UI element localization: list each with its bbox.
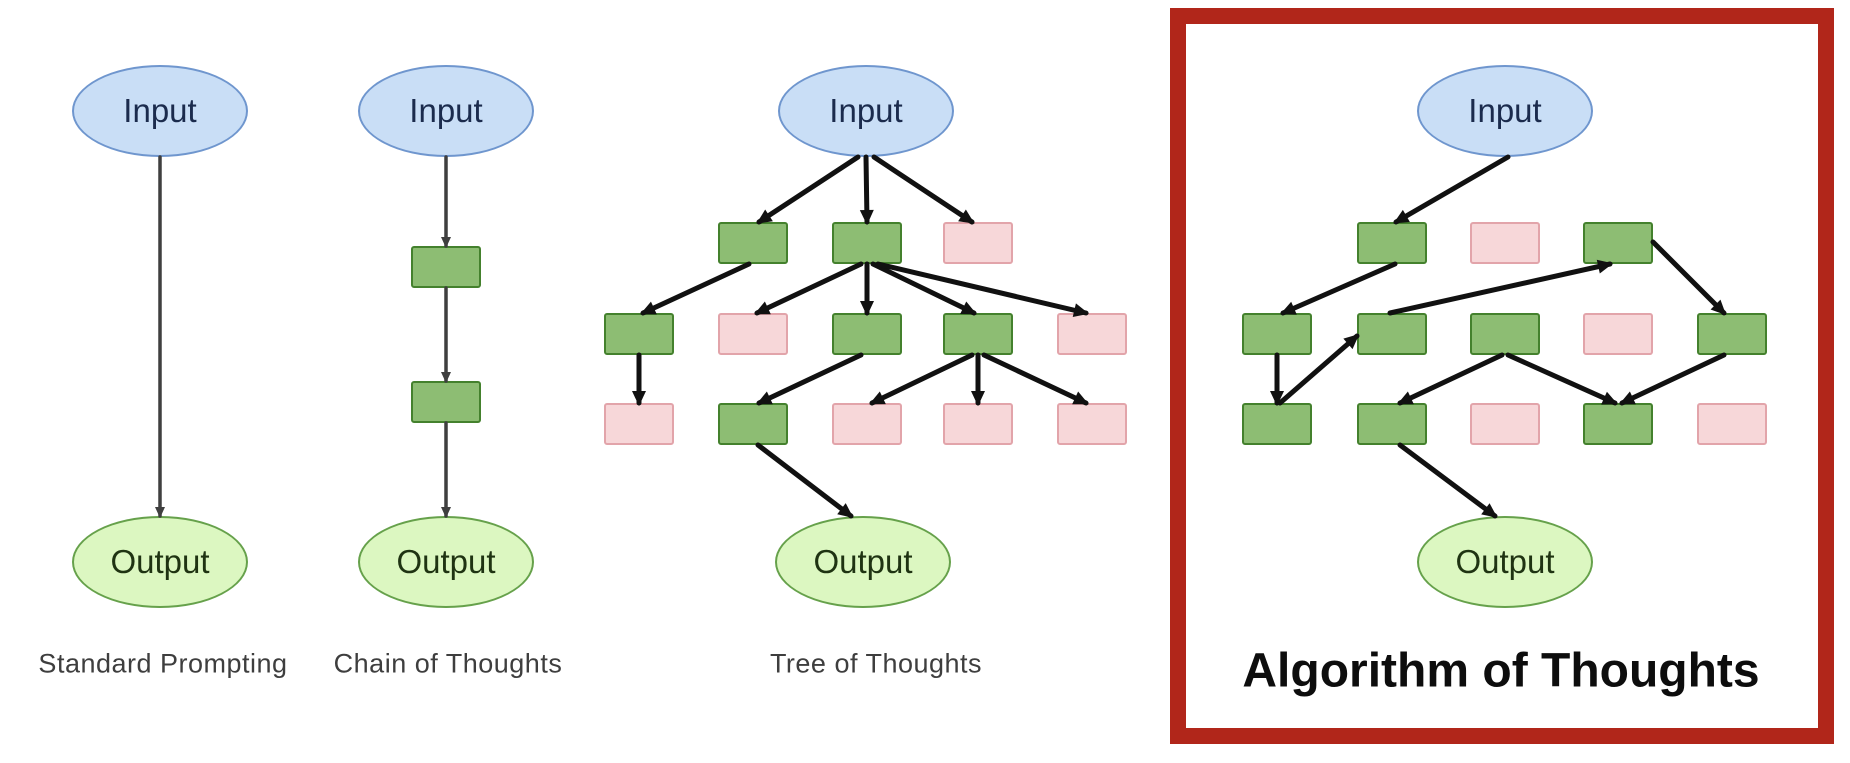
- thought-box-aot-r1c4: [1583, 222, 1653, 264]
- arrow-tree-r2c4-to-r3c3: [869, 352, 975, 406]
- arrow-tree-r2c4-to-r3c5: [981, 352, 1089, 406]
- panel-title-chain: Chain of Thoughts: [333, 648, 563, 679]
- input-node-tree: Input: [778, 65, 954, 157]
- thought-box-tree-r3c2: [718, 403, 788, 445]
- highlight-border: [1170, 8, 1834, 744]
- arrow-tree-r1c3-to-r2c5: [875, 261, 1089, 318]
- thought-box-chain-box2: [411, 381, 481, 423]
- output-node-standard: Output: [72, 516, 248, 608]
- arrow-tree-input-to-r1c4: [871, 154, 975, 225]
- thought-box-tree-r2c1: [604, 313, 674, 355]
- panel-title-tree: Tree of Thoughts: [769, 648, 983, 679]
- thought-box-aot-r3c2: [1357, 403, 1427, 445]
- arrow-tree-r2c3-to-r3c2: [756, 352, 864, 406]
- thought-box-aot-r2c2: [1357, 313, 1427, 355]
- thought-box-aot-r3c3: [1470, 403, 1540, 445]
- thought-box-aot-r2c4: [1583, 313, 1653, 355]
- input-node-aot: Input: [1417, 65, 1593, 157]
- arrow-tree-r1c3-to-r2c4: [870, 261, 977, 316]
- thought-box-tree-r1c4: [943, 222, 1013, 264]
- arrow-tree-r1c2-to-r2c1: [640, 261, 752, 316]
- thought-box-aot-r1c3: [1470, 222, 1540, 264]
- arrow-tree-r1c3-to-r2c2: [754, 261, 864, 316]
- panel-title-standard: Standard Prompting: [38, 648, 288, 679]
- thought-box-aot-r3c4: [1583, 403, 1653, 445]
- thought-box-aot-r3c5: [1697, 403, 1767, 445]
- output-node-aot: Output: [1417, 516, 1593, 608]
- thought-box-aot-r2c3: [1470, 313, 1540, 355]
- thought-box-tree-r3c3: [832, 403, 902, 445]
- thought-box-tree-r2c5: [1057, 313, 1127, 355]
- thought-box-aot-r2c5: [1697, 313, 1767, 355]
- arrow-tree-r3c2-to-output: [755, 442, 854, 519]
- thought-box-aot-r2c1: [1242, 313, 1312, 355]
- input-node-chain: Input: [358, 65, 534, 157]
- thought-box-tree-r1c2: [718, 222, 788, 264]
- input-node-standard: Input: [72, 65, 248, 157]
- thought-box-chain-box1: [411, 246, 481, 288]
- output-node-chain: Output: [358, 516, 534, 608]
- panel-title-aot: Algorithm of Thoughts: [1242, 644, 1760, 698]
- arrow-tree-input-to-r1c3: [859, 154, 874, 225]
- thought-box-tree-r2c2: [718, 313, 788, 355]
- arrow-tree-input-to-r1c2: [756, 154, 861, 225]
- thought-box-aot-r1c2: [1357, 222, 1427, 264]
- thought-box-tree-r3c5: [1057, 403, 1127, 445]
- thought-box-tree-r3c4: [943, 403, 1013, 445]
- thought-box-aot-r3c1: [1242, 403, 1312, 445]
- thought-box-tree-r2c3: [832, 313, 902, 355]
- thought-box-tree-r1c3: [832, 222, 902, 264]
- thought-box-tree-r2c4: [943, 313, 1013, 355]
- output-node-tree: Output: [775, 516, 951, 608]
- thought-box-tree-r3c1: [604, 403, 674, 445]
